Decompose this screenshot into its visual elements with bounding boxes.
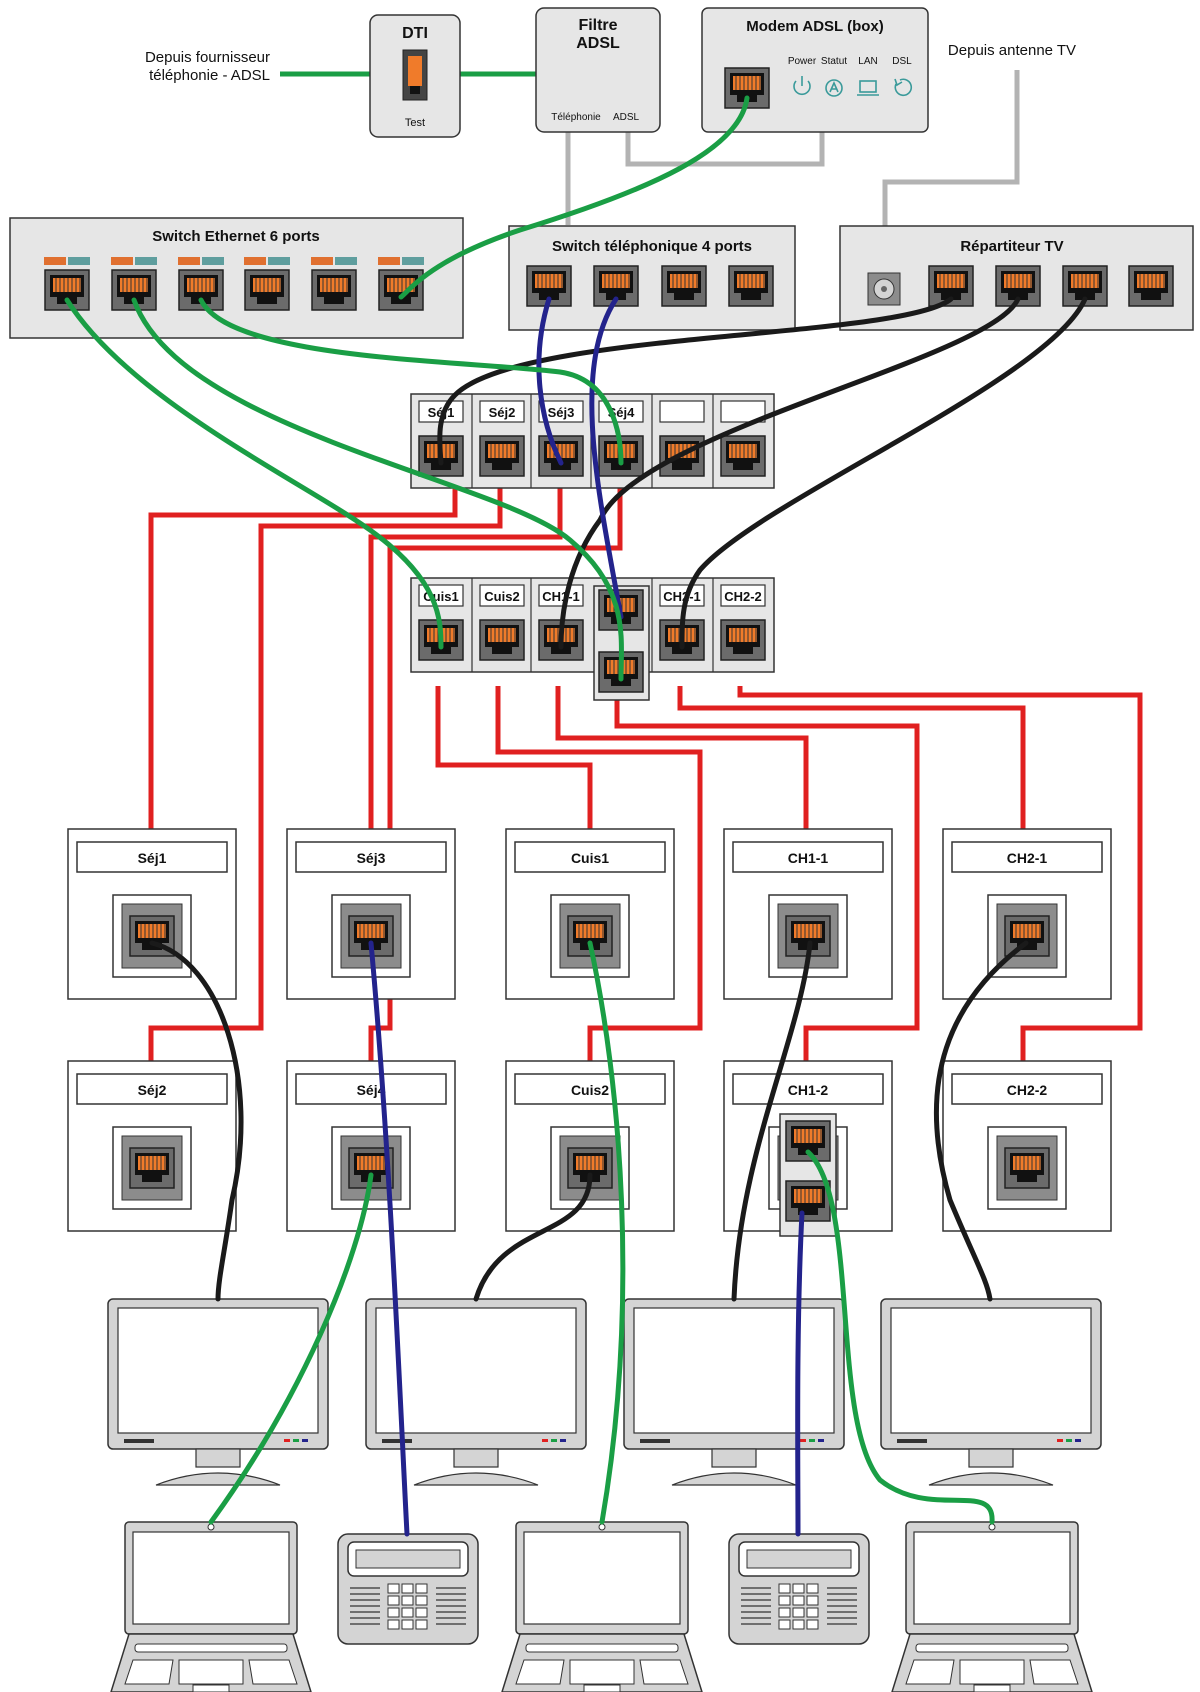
- wall-outlet: CH1-2: [724, 1061, 892, 1237]
- patch-bottom-label: CH2-2: [724, 589, 762, 604]
- lan-icon: [857, 80, 879, 96]
- svg-text:LAN: LAN: [858, 56, 877, 67]
- ethernet-switch-ports: [44, 257, 424, 311]
- ethernet-cords: [64, 95, 995, 1525]
- phone-cords: [368, 296, 805, 1537]
- phone-switch: Switch téléphonique 4 ports: [508, 225, 796, 331]
- svg-text:CH2-2: CH2-2: [1007, 1082, 1048, 1098]
- wall-outlet: Séj3: [287, 829, 455, 999]
- laptop-icon: [110, 1521, 312, 1692]
- rj45-port-icon: [479, 435, 525, 477]
- laptop-icon: [501, 1521, 703, 1692]
- svg-text:CH2-1: CH2-1: [1007, 850, 1048, 866]
- rj45-port-icon: [720, 619, 766, 661]
- status-icon: [825, 79, 843, 97]
- wall-outlet: Séj2: [68, 1061, 236, 1231]
- coax-port-icon: [867, 272, 901, 306]
- rj45-port-icon: [1128, 265, 1174, 307]
- tv-splitter-title: Répartiteur TV: [960, 238, 1063, 255]
- wall-outlet: Séj1: [68, 829, 236, 999]
- patch-top-label: Séj3: [548, 405, 575, 420]
- svg-text:Cuis1: Cuis1: [571, 850, 609, 866]
- laptop-icon: [891, 1521, 1093, 1692]
- laptops: [110, 1521, 1093, 1692]
- svg-text:Séj1: Séj1: [138, 850, 167, 866]
- patch-panel-bottom: Cuis1 Cuis2 CH1-1 CH2-1 CH2-2: [410, 577, 775, 701]
- svg-text:DSL: DSL: [892, 56, 912, 67]
- svg-text:Séj2: Séj2: [138, 1082, 167, 1098]
- rj45-port-icon: [728, 265, 774, 307]
- svg-text:Power: Power: [788, 56, 817, 67]
- power-icon: [793, 76, 811, 96]
- wall-outlet: Séj4: [287, 1061, 455, 1231]
- antenna-source-label: Depuis antenne TV: [948, 42, 1076, 59]
- wall-outlet: Cuis1: [506, 829, 674, 999]
- patch-bottom-label: CH2-1: [663, 589, 701, 604]
- tv-splitter: Répartiteur TV: [839, 225, 1194, 331]
- monitor-icon: [623, 1298, 845, 1486]
- wall-outlet: CH2-1: [943, 829, 1111, 999]
- rj45-port-icon: [378, 269, 424, 311]
- rj45-port-icon: [311, 269, 357, 311]
- tv-cords: [149, 296, 1088, 1302]
- filter-port-adsl: ADSL: [613, 112, 640, 123]
- dti-box: DTI Test: [369, 14, 461, 138]
- rj45-port-icon: [661, 265, 707, 307]
- svg-text:Cuis2: Cuis2: [571, 1082, 609, 1098]
- rj45-port-icon: [479, 619, 525, 661]
- svg-text:CH1-2: CH1-2: [788, 1082, 829, 1098]
- filter-port-phone: Téléphonie: [551, 112, 601, 123]
- svg-text:Séj3: Séj3: [357, 850, 386, 866]
- wall-outlet: CH1-1: [724, 829, 892, 999]
- wall-outlets: Séj1 Séj3 Cuis1 CH1-1 CH2-1 Séj2 Séj4 Cu…: [68, 829, 1111, 1237]
- patch-bottom-label: CH1-1: [542, 589, 580, 604]
- wall-outlet: Cuis2: [506, 1061, 674, 1231]
- patch-bottom-label: Cuis2: [484, 589, 519, 604]
- monitor-icon: [880, 1298, 1102, 1486]
- desk-phone-icon: [337, 1533, 479, 1645]
- ethernet-switch: Switch Ethernet 6 ports: [9, 217, 464, 339]
- dsl-icon: [894, 78, 913, 97]
- dti-test-label: Test: [405, 117, 425, 129]
- wall-outlet: CH2-2: [943, 1061, 1111, 1231]
- rj45-port-icon: [720, 435, 766, 477]
- modem-box: Modem ADSL (box) Power Statut LAN DSL: [701, 7, 929, 133]
- phone-switch-title: Switch téléphonique 4 ports: [552, 238, 752, 255]
- patch-top-label: Séj2: [489, 405, 516, 420]
- rj45-port-icon: [538, 435, 584, 477]
- dti-title: DTI: [402, 25, 428, 42]
- desk-phone-icon: [728, 1533, 870, 1645]
- modem-title: Modem ADSL (box): [746, 18, 884, 35]
- svg-text:Statut: Statut: [821, 56, 847, 67]
- wall-wiring: [148, 488, 1143, 1061]
- modem-indicators: Power Statut LAN DSL: [788, 56, 913, 97]
- ethernet-switch-title: Switch Ethernet 6 ports: [152, 228, 320, 245]
- svg-text:CH1-1: CH1-1: [788, 850, 829, 866]
- svg-text:Séj4: Séj4: [357, 1082, 386, 1098]
- rj45-port-icon: [244, 269, 290, 311]
